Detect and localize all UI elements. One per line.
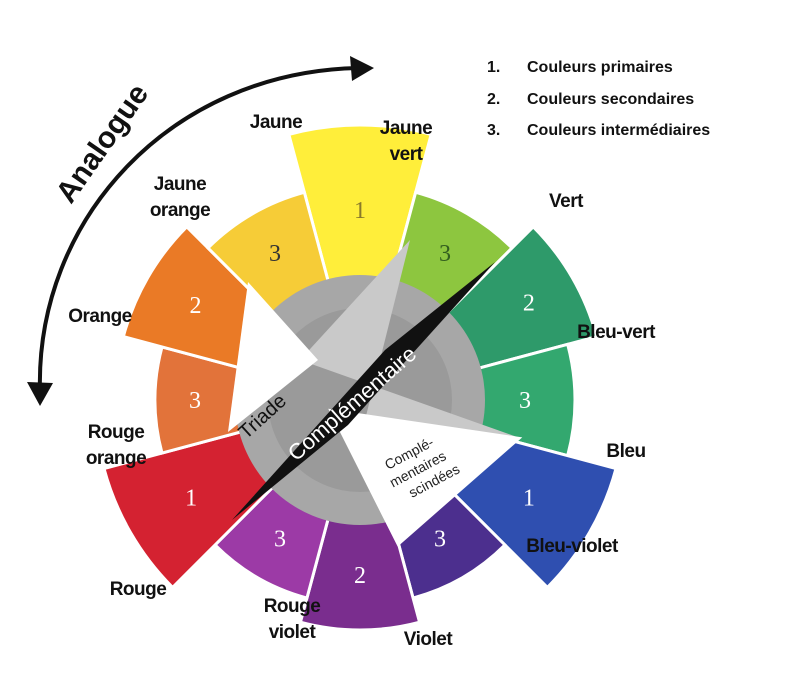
arrow-head-top-icon <box>350 56 374 81</box>
segments: 1 3 2 3 1 3 2 3 1 3 2 3 <box>102 123 618 632</box>
legend-number-1: 1. <box>487 59 500 76</box>
segment-number-bleu-vert: 3 <box>519 388 531 414</box>
segment-number-rouge-orange: 3 <box>189 388 201 414</box>
arrow-head-bottom-icon <box>27 382 53 406</box>
split-complementary-shape <box>328 408 523 547</box>
segment-label-bleu-vert-line-1: Bleu-vert <box>577 322 656 343</box>
segment-number-rouge-violet: 3 <box>274 527 286 553</box>
triad-shape <box>228 282 318 432</box>
segment-label-jaune-vert-line-1: Jaune <box>380 118 432 139</box>
segment-number-jaune-orange: 3 <box>269 241 281 267</box>
segment-number-vert: 2 <box>523 291 535 317</box>
segment-label-rouge-violet-line-2: violet <box>269 622 317 643</box>
segment-label-vert-line-1: Vert <box>549 191 584 212</box>
analogue-arc-line <box>37 66 359 393</box>
segment-label-rouge-orange-line-2: orange <box>86 448 146 469</box>
segment-label-rouge-violet-line-1: Rouge <box>264 596 321 617</box>
segment-number-violet: 2 <box>354 563 366 589</box>
segment-label-rouge-line-1: Rouge <box>110 579 167 600</box>
legend-text-1: Couleurs primaires <box>527 59 673 76</box>
segment-label-bleu-violet-line-1: Bleu-violet <box>526 536 619 557</box>
complementary-diamond <box>232 262 495 520</box>
segment-label-orange-line-1: Orange <box>68 306 132 327</box>
segment-label-jaune-orange-line-2: orange <box>150 200 210 221</box>
legend-text-2: Couleurs secondaires <box>527 91 694 108</box>
segment-number-bleu: 1 <box>523 486 535 512</box>
analogue-label: Analogue <box>50 78 155 209</box>
segment-number-rouge: 1 <box>185 486 197 512</box>
segment-label-jaune-orange-line-1: Jaune <box>154 174 206 195</box>
segment-number-jaune-vert: 3 <box>439 241 451 267</box>
segment-number-orange: 2 <box>189 293 201 319</box>
segment-label-rouge-orange-line-1: Rouge <box>88 422 145 443</box>
legend-number-3: 3. <box>487 122 500 139</box>
legend-text-3: Couleurs intermédiaires <box>527 122 710 139</box>
segment-number-bleu-violet: 3 <box>434 527 446 553</box>
segment-number-jaune: 1 <box>354 198 366 224</box>
segment-label-bleu-line-1: Bleu <box>606 441 645 462</box>
legend-number-2: 2. <box>487 91 500 108</box>
segment-label-violet-line-1: Violet <box>404 629 454 650</box>
segment-label-jaune-line-1: Jaune <box>250 112 302 133</box>
segment-label-jaune-vert-line-2: vert <box>390 144 424 165</box>
legend: 1. Couleurs primaires 2. Couleurs second… <box>487 59 710 139</box>
